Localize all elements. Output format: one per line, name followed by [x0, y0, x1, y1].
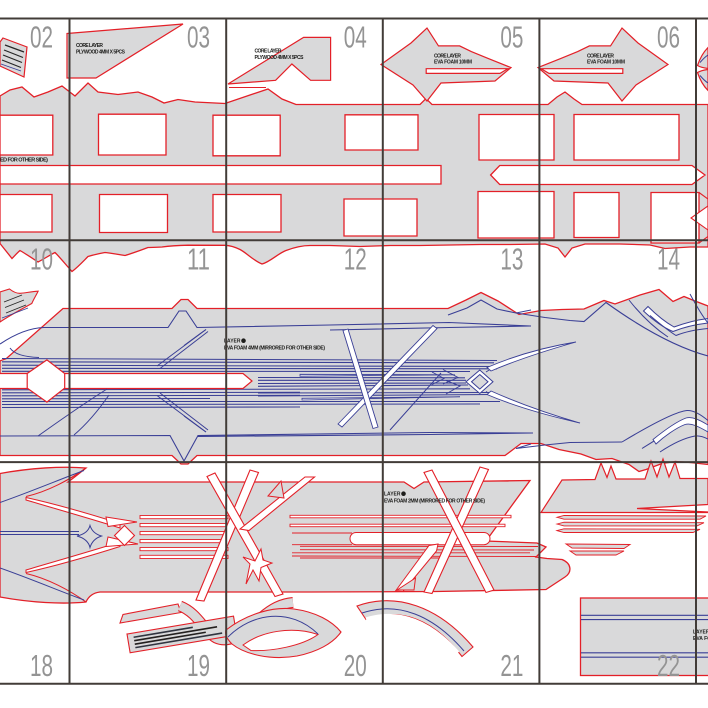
svg-text:13: 13: [500, 244, 523, 277]
svg-text:EVA FO: EVA FO: [693, 636, 708, 642]
svg-text:LAYER: LAYER: [693, 630, 708, 636]
svg-text:EVA FOAM 10MM: EVA FOAM 10MM: [434, 60, 472, 66]
svg-text:CORE LAYER: CORE LAYER: [255, 49, 282, 55]
svg-text:LAYER: LAYER: [384, 492, 401, 498]
svg-text:05: 05: [500, 22, 523, 55]
svg-text:21: 21: [500, 650, 523, 683]
svg-text:CORE LAYER: CORE LAYER: [587, 54, 614, 60]
svg-text:LAYER: LAYER: [224, 339, 241, 345]
svg-text:ED FOR OTHER SIDE): ED FOR OTHER SIDE): [0, 158, 48, 164]
svg-text:18: 18: [30, 650, 53, 683]
svg-text:EVA FOAM 2MM (MIRRORED FOR OTH: EVA FOAM 2MM (MIRRORED FOR OTHER SIDE): [384, 499, 485, 505]
svg-text:03: 03: [187, 22, 210, 55]
svg-text:19: 19: [187, 650, 210, 683]
svg-text:10: 10: [30, 244, 53, 277]
svg-text:22: 22: [657, 650, 680, 683]
svg-text:CORE LAYER: CORE LAYER: [434, 54, 461, 60]
svg-text:PLYWOOD 4MM X 5PCS: PLYWOOD 4MM X 5PCS: [76, 50, 126, 56]
svg-text:PLYWOOD 4MM X 5PCS: PLYWOOD 4MM X 5PCS: [255, 55, 305, 61]
svg-text:14: 14: [657, 244, 680, 277]
svg-text:04: 04: [344, 22, 367, 55]
svg-text:EVA FOAM 10MM: EVA FOAM 10MM: [587, 60, 625, 66]
svg-text:12: 12: [344, 244, 367, 277]
svg-text:02: 02: [30, 22, 53, 55]
svg-text:11: 11: [187, 244, 210, 277]
svg-text:06: 06: [657, 22, 680, 55]
svg-text:20: 20: [344, 650, 367, 683]
svg-text:EVA FOAM 4MM (MIRRORED FOR OTH: EVA FOAM 4MM (MIRRORED FOR OTHER SIDE): [224, 346, 325, 352]
svg-text:CORE LAYER: CORE LAYER: [76, 43, 103, 49]
